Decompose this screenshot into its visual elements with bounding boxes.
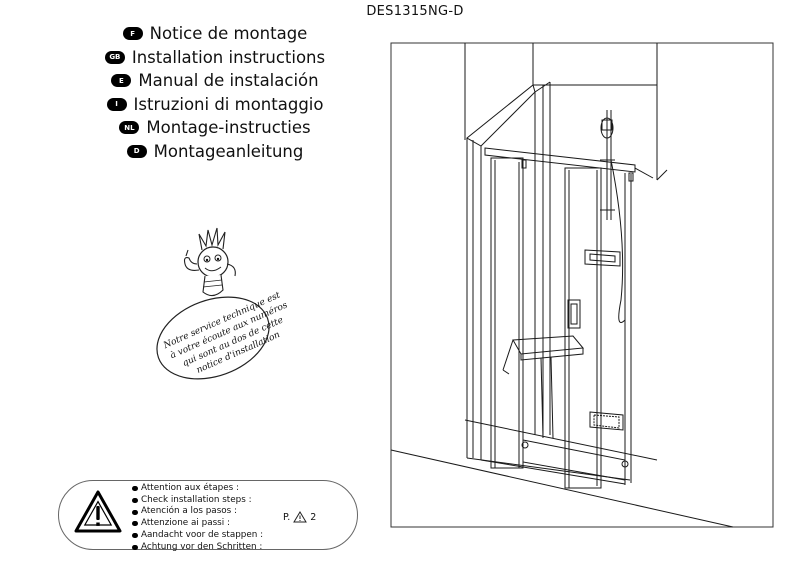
language-title-list: F Notice de montage GB Installation inst… bbox=[50, 22, 380, 163]
language-title-it: I Istruzioni di montaggio bbox=[50, 93, 380, 117]
attention-steps-list: Attention aux étapes : Check installatio… bbox=[132, 483, 263, 553]
stamp-text-group: Notre service technique est à votre écou… bbox=[161, 290, 289, 376]
mascot-base-rings bbox=[202, 279, 223, 288]
page-number: 2 bbox=[310, 511, 317, 523]
page-reference: P. 2 bbox=[283, 511, 316, 523]
language-badge: E bbox=[111, 74, 132, 88]
bullet-icon bbox=[132, 544, 138, 550]
language-badge: D bbox=[126, 144, 147, 158]
mascot-pupil-right bbox=[216, 257, 220, 261]
mascot-crown bbox=[198, 227, 226, 251]
bullet-icon bbox=[132, 533, 138, 539]
language-title: Manual de instalación bbox=[138, 71, 319, 91]
mascot-thumb bbox=[185, 249, 189, 257]
language-title-nl: NL Montage-instructies bbox=[50, 116, 380, 140]
shower-enclosure-illustration bbox=[385, 40, 779, 530]
attention-item: Attention aux étapes : bbox=[132, 483, 263, 495]
attention-item: Aandacht voor de stappen : bbox=[132, 530, 263, 542]
attention-item: Achtung vor den Schritten : bbox=[132, 542, 263, 554]
mascot-arm-right bbox=[226, 263, 236, 277]
page-prefix: P. bbox=[283, 511, 291, 523]
language-badge: F bbox=[122, 27, 143, 41]
illustration-frame bbox=[390, 42, 774, 528]
document-code: DES1315NG-D bbox=[366, 4, 464, 19]
bullet-icon bbox=[132, 509, 138, 515]
bullet-icon bbox=[132, 486, 138, 492]
language-title-es: E Manual de instalación bbox=[50, 69, 380, 93]
stamp-oval bbox=[156, 296, 270, 380]
mascot-head bbox=[197, 246, 229, 278]
language-title-fr: F Notice de montage bbox=[50, 22, 380, 46]
mascot-thumb-arm bbox=[183, 257, 200, 271]
warning-triangle-icon bbox=[74, 490, 122, 533]
language-title-de: D Montageanleitung bbox=[50, 140, 380, 164]
bullet-icon bbox=[132, 498, 138, 504]
service-mascot: Notre service technique est à votre écou… bbox=[145, 220, 295, 400]
language-title: Notice de montage bbox=[149, 24, 308, 44]
attention-box: Attention aux étapes : Check installatio… bbox=[58, 480, 358, 553]
mascot-pupil-left bbox=[205, 258, 209, 262]
small-warning-icon bbox=[293, 511, 308, 523]
shower-line-drawing bbox=[390, 42, 774, 528]
mascot-illustration: Notre service technique est à votre écou… bbox=[156, 227, 289, 380]
attention-item: Atención a los pasos : bbox=[132, 506, 263, 518]
attention-item: Check installation steps : bbox=[132, 495, 263, 507]
attention-item: Attenzione ai passi : bbox=[132, 518, 263, 530]
language-badge: I bbox=[106, 97, 127, 111]
language-title: Montage-instructies bbox=[146, 118, 311, 138]
language-title: Installation instructions bbox=[131, 47, 326, 67]
language-badge: GB bbox=[104, 50, 125, 64]
language-title-gb: GB Installation instructions bbox=[50, 46, 380, 70]
mascot-smile bbox=[204, 266, 222, 272]
language-title: Montageanleitung bbox=[153, 141, 304, 161]
language-title: Istruzioni di montaggio bbox=[133, 94, 324, 114]
language-badge: NL bbox=[119, 121, 140, 135]
bullet-icon bbox=[132, 521, 138, 527]
